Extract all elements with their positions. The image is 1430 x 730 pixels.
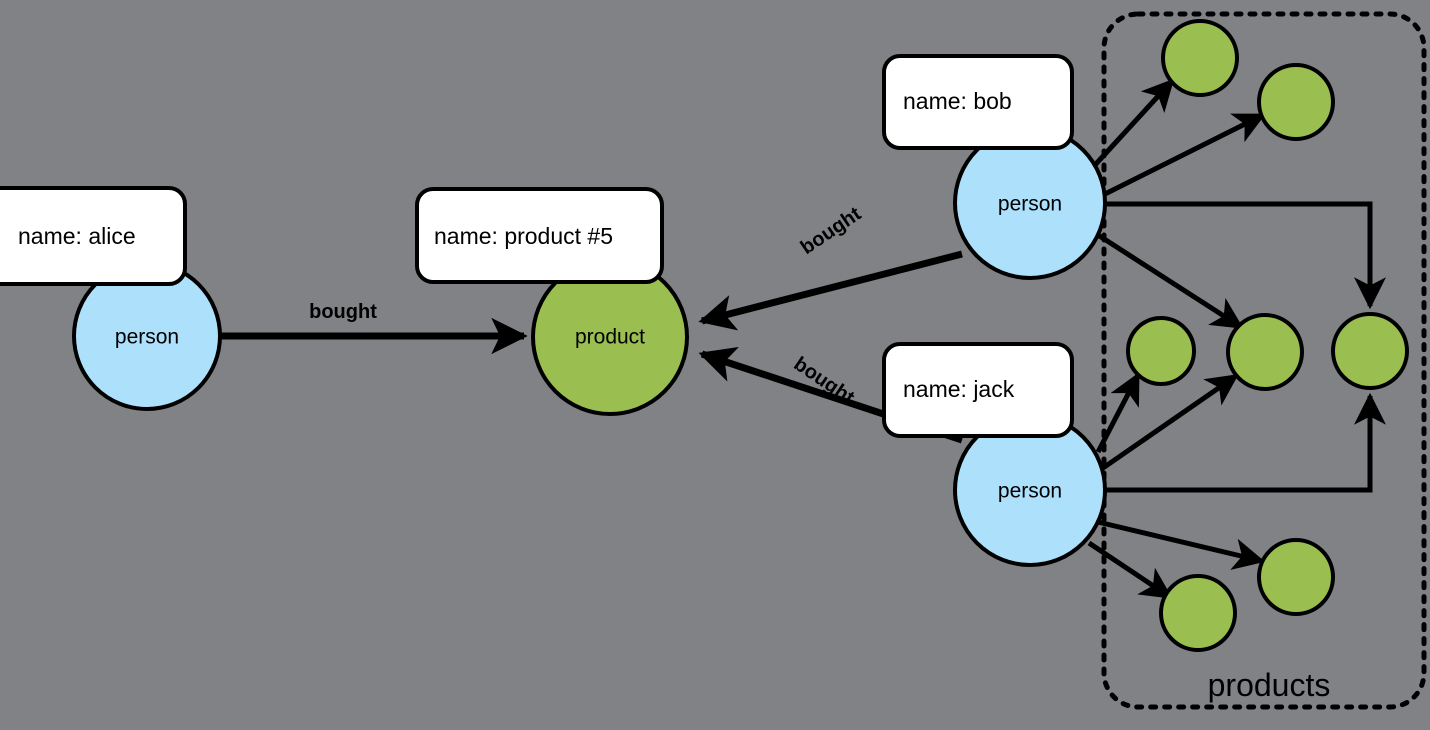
edge-jack-to-p7	[1087, 540, 1173, 600]
bob-product-edges	[1093, 78, 1387, 330]
products-cluster-border	[1101, 11, 1427, 710]
property-box-jack-label: name: jack	[903, 376, 1015, 402]
property-box-bob-rect	[882, 54, 1074, 150]
property-box-product5-rect	[415, 187, 664, 284]
property-box-alice-rect	[0, 186, 187, 286]
property-box-product5-label: name: product #5	[434, 223, 613, 249]
edge-jack-to-p5	[1105, 392, 1387, 493]
edge-bob-to-p1	[1093, 78, 1175, 167]
node-label-product5: product	[575, 326, 645, 349]
property-box-bob-label: name: bob	[903, 88, 1012, 114]
edge-jack-to-p6	[1097, 519, 1266, 570]
edge-jack-to-p3	[1095, 372, 1141, 454]
property-box-bob[interactable]: name: bob	[882, 54, 1074, 150]
node-label-jack: person	[998, 480, 1062, 503]
product-node-p2[interactable]	[1257, 63, 1335, 141]
node-label-bob: person	[998, 193, 1062, 216]
property-box-product5[interactable]: name: product #5	[415, 187, 664, 284]
property-box-alice-label: name: alice	[18, 223, 136, 249]
edge-bob-to-p4	[1096, 232, 1244, 330]
edge-bob-to-p2	[1101, 112, 1266, 198]
edge-label-alice-bought: bought	[309, 301, 377, 323]
jack-product-edges	[1087, 372, 1387, 600]
edge-bob-to-p5	[1105, 201, 1387, 310]
product-node-p5[interactable]	[1331, 312, 1409, 390]
product-node-p6[interactable]	[1257, 538, 1335, 616]
product-node-p4[interactable]	[1226, 313, 1304, 391]
edge-label-jack-bought: bought	[790, 353, 859, 409]
product-node-p1[interactable]	[1161, 19, 1239, 97]
property-box-jack[interactable]: name: jack	[882, 342, 1074, 438]
node-label-alice: person	[115, 326, 179, 349]
product-node-p7[interactable]	[1159, 574, 1237, 652]
products-cluster-label: products	[1208, 667, 1331, 703]
property-box-alice[interactable]: name: alice	[0, 186, 187, 286]
edge-label-bob-bought: bought	[797, 203, 866, 259]
edge-jack-to-p4	[1101, 373, 1239, 471]
edge-bob-bought	[698, 250, 963, 331]
product-node-p3[interactable]	[1126, 316, 1196, 386]
property-box-jack-rect	[882, 342, 1074, 438]
